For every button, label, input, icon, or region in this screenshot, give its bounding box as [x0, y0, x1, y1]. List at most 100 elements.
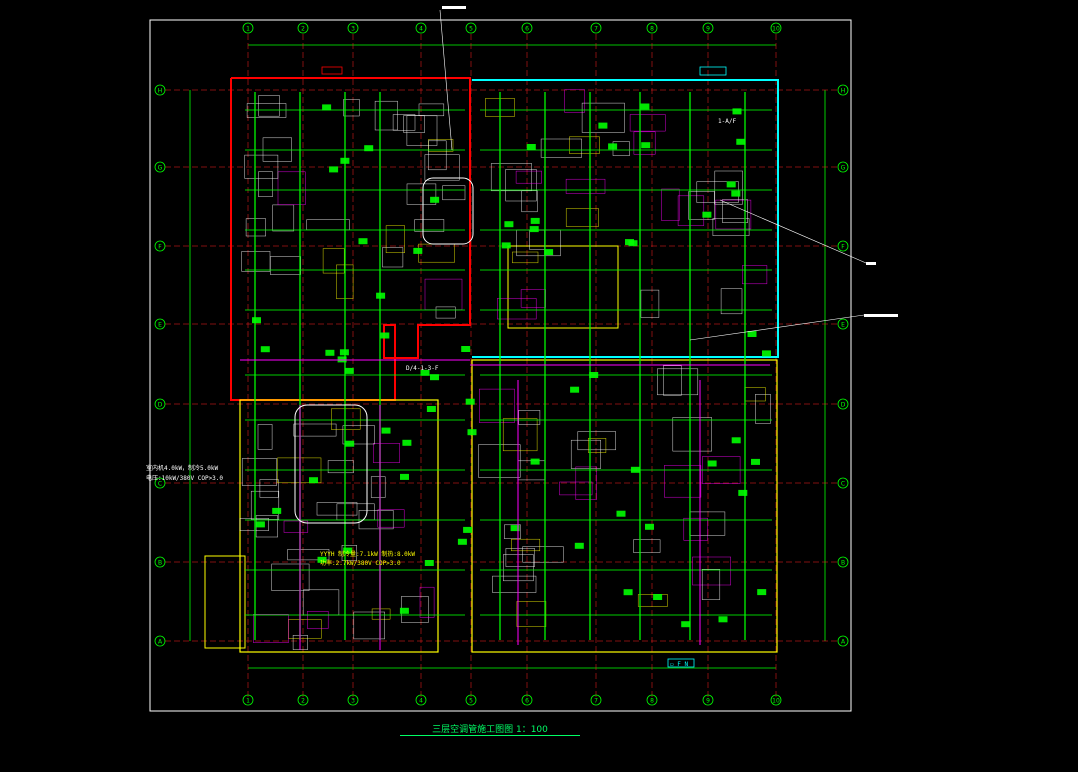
room-cell — [353, 611, 385, 640]
grid-col-bubble-bottom — [770, 694, 782, 706]
zone-cyan — [472, 79, 779, 358]
fan-coil-unit — [413, 247, 423, 254]
room-cell — [720, 288, 743, 315]
room-cell — [492, 575, 537, 593]
room-cell — [258, 95, 280, 117]
grid-row-bubble-left — [154, 477, 166, 489]
room-cell — [505, 548, 535, 567]
fan-coil-unit — [457, 538, 467, 545]
room-cell — [370, 476, 386, 498]
grid-col-bubble-top — [297, 22, 309, 34]
fan-coil-unit — [598, 122, 608, 129]
fan-coil-unit — [732, 108, 742, 115]
spec-center-1: YYYH 制冷量:7.1kW 制热:8.0kW — [320, 551, 416, 558]
room-cell — [272, 204, 295, 232]
grid-col-bubble-top — [770, 22, 782, 34]
room-cell — [588, 438, 607, 453]
fan-coil-unit — [424, 560, 434, 566]
room-cell — [270, 256, 301, 275]
room-cell — [293, 423, 337, 437]
spec-left-2: 电压:10kW/380V COP>3.0 — [146, 475, 224, 482]
room-cell — [677, 195, 705, 226]
grid-col-bubble-bottom — [242, 694, 254, 706]
room-cell — [343, 99, 360, 117]
cyan-tag: ▭ F N — [670, 661, 689, 668]
grid-row-bubble-right — [837, 161, 849, 173]
room-cell — [435, 306, 456, 319]
room-cell — [377, 509, 405, 528]
fan-coil-unit — [616, 510, 626, 517]
room-cell — [661, 188, 680, 221]
room-cell — [502, 418, 538, 452]
fan-coil-unit — [420, 369, 430, 376]
cyan-marker-top — [699, 66, 727, 76]
room-cell — [689, 511, 726, 536]
room-cell — [241, 458, 277, 486]
grid-row-bubble-left — [154, 556, 166, 568]
room-cell — [664, 465, 702, 498]
grid-col-label-bottom: 4 — [419, 698, 423, 705]
grid-row-label-right: F — [841, 244, 845, 251]
grid-col-label-top: 9 — [706, 26, 710, 33]
room-cell — [327, 460, 354, 474]
fan-coil-unit — [530, 458, 540, 465]
room-cell — [521, 190, 538, 213]
fan-coil-unit — [718, 616, 728, 623]
room-cell — [371, 608, 391, 620]
grid-col-bubble-bottom — [347, 694, 359, 706]
room-cell — [569, 136, 600, 154]
grid-row-label-left: C — [158, 481, 162, 488]
room-cell — [672, 417, 712, 452]
fan-coil-unit — [364, 145, 374, 152]
room-cell — [442, 185, 466, 201]
fan-coil-unit — [376, 292, 386, 299]
grid-col-bubble-top — [646, 22, 658, 34]
room-cell — [570, 439, 601, 469]
grid-col-bubble-top — [242, 22, 254, 34]
room-cell — [712, 218, 750, 236]
fan-coil-unit — [465, 398, 475, 405]
room-cell — [250, 490, 280, 520]
fan-coil-unit — [641, 142, 651, 149]
grid-row-bubble-left — [154, 240, 166, 252]
callout-lines — [321, 6, 898, 668]
room-label-2: D/4-1-3-F — [406, 365, 439, 372]
fan-coil-unit — [340, 157, 350, 164]
grid-row-label-right: A — [841, 639, 846, 646]
room-cell — [504, 524, 521, 539]
fan-coil-unit — [589, 372, 599, 378]
fan-coil-unit — [653, 594, 663, 600]
room-cell — [497, 298, 537, 320]
room-cell — [490, 163, 532, 192]
grid-row-label-left: E — [158, 322, 162, 329]
fan-coil-unit — [501, 242, 511, 249]
room-cell — [722, 199, 748, 223]
room-cell — [755, 394, 771, 424]
grid-col-bubble-top — [702, 22, 714, 34]
grid-row-bubble-right — [837, 318, 849, 330]
fan-coil-unit — [504, 221, 514, 228]
grid-row-bubble-left — [154, 635, 166, 647]
fan-coil-unit — [623, 589, 633, 596]
grid-row-label-right: H — [841, 88, 846, 95]
grid-row-bubble-left — [154, 84, 166, 96]
room-cell — [392, 114, 416, 131]
room-cell — [373, 443, 400, 463]
room-cell — [701, 569, 721, 600]
fan-coil-unit — [762, 350, 771, 357]
grid-row-bubble-right — [837, 635, 849, 647]
grid-col-label-bottom: 5 — [469, 698, 473, 705]
room-cell — [403, 115, 425, 133]
fan-coil-unit — [529, 226, 539, 233]
fan-coil-unit — [570, 386, 580, 393]
fan-coil-unit — [544, 249, 554, 256]
grid-col-label-bottom: 8 — [650, 698, 654, 705]
grid-col-label-bottom: 9 — [706, 698, 710, 705]
room-cell — [419, 586, 435, 618]
room-cell — [258, 171, 273, 197]
room-cell — [577, 431, 616, 451]
fan-coil-unit — [345, 440, 355, 447]
fan-coil-unit — [707, 460, 717, 467]
fan-coil-unit — [339, 349, 349, 356]
